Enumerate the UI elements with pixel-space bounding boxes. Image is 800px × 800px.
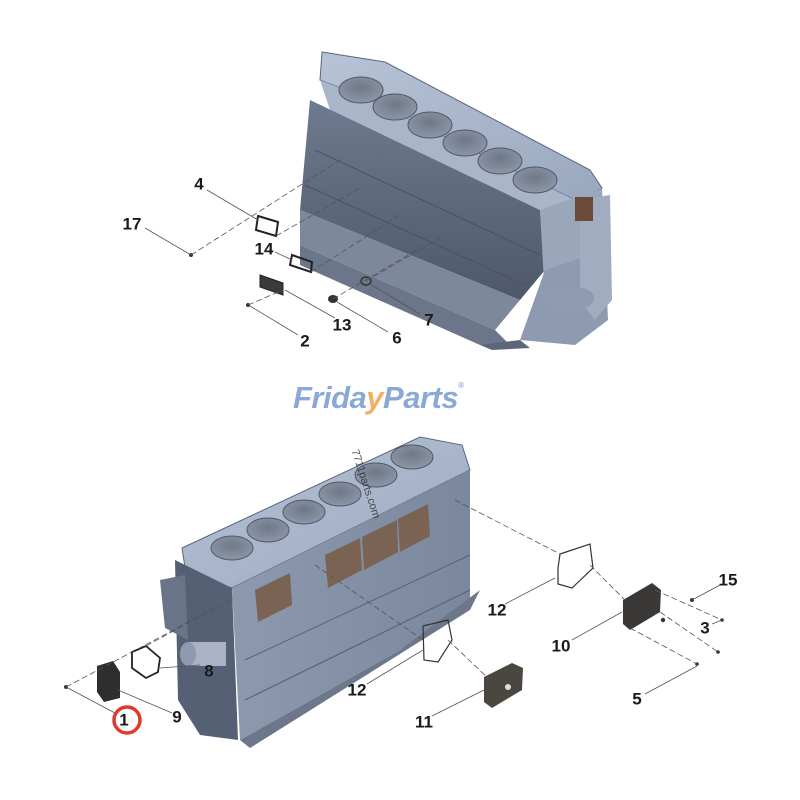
callout-3: 3 <box>700 618 710 638</box>
callout-12-lower: 12 <box>347 680 367 700</box>
brand-logo: FridayParts® <box>293 380 464 415</box>
upper-leader-lines <box>144 159 441 336</box>
callout-12-upper: 12 <box>487 600 507 620</box>
logo-text-friday: Frida <box>293 380 367 415</box>
callout-17: 17 <box>122 214 142 234</box>
logo-check-mark: y <box>366 380 384 415</box>
callout-10: 10 <box>551 636 571 656</box>
callout-4: 4 <box>194 174 204 194</box>
registered-mark: ® <box>458 381 464 390</box>
engine-block-upper <box>300 51 612 350</box>
callout-5: 5 <box>632 689 642 709</box>
callout-7: 7 <box>424 310 434 330</box>
callout-1-highlighted: 1 <box>119 710 129 730</box>
callout-2: 2 <box>300 331 310 351</box>
highlight-circle <box>112 705 142 735</box>
callout-11: 11 <box>415 712 433 732</box>
logo-text-parts: Parts <box>383 380 459 415</box>
lower-leader-lines <box>65 499 723 717</box>
callout-15: 15 <box>718 570 738 590</box>
callout-13: 13 <box>332 315 352 335</box>
callout-8: 8 <box>204 661 214 681</box>
callout-9: 9 <box>172 707 182 727</box>
lower-small-parts <box>64 543 724 708</box>
callout-6: 6 <box>392 328 402 348</box>
engine-block-lower <box>160 436 480 748</box>
callout-14: 14 <box>254 239 274 259</box>
